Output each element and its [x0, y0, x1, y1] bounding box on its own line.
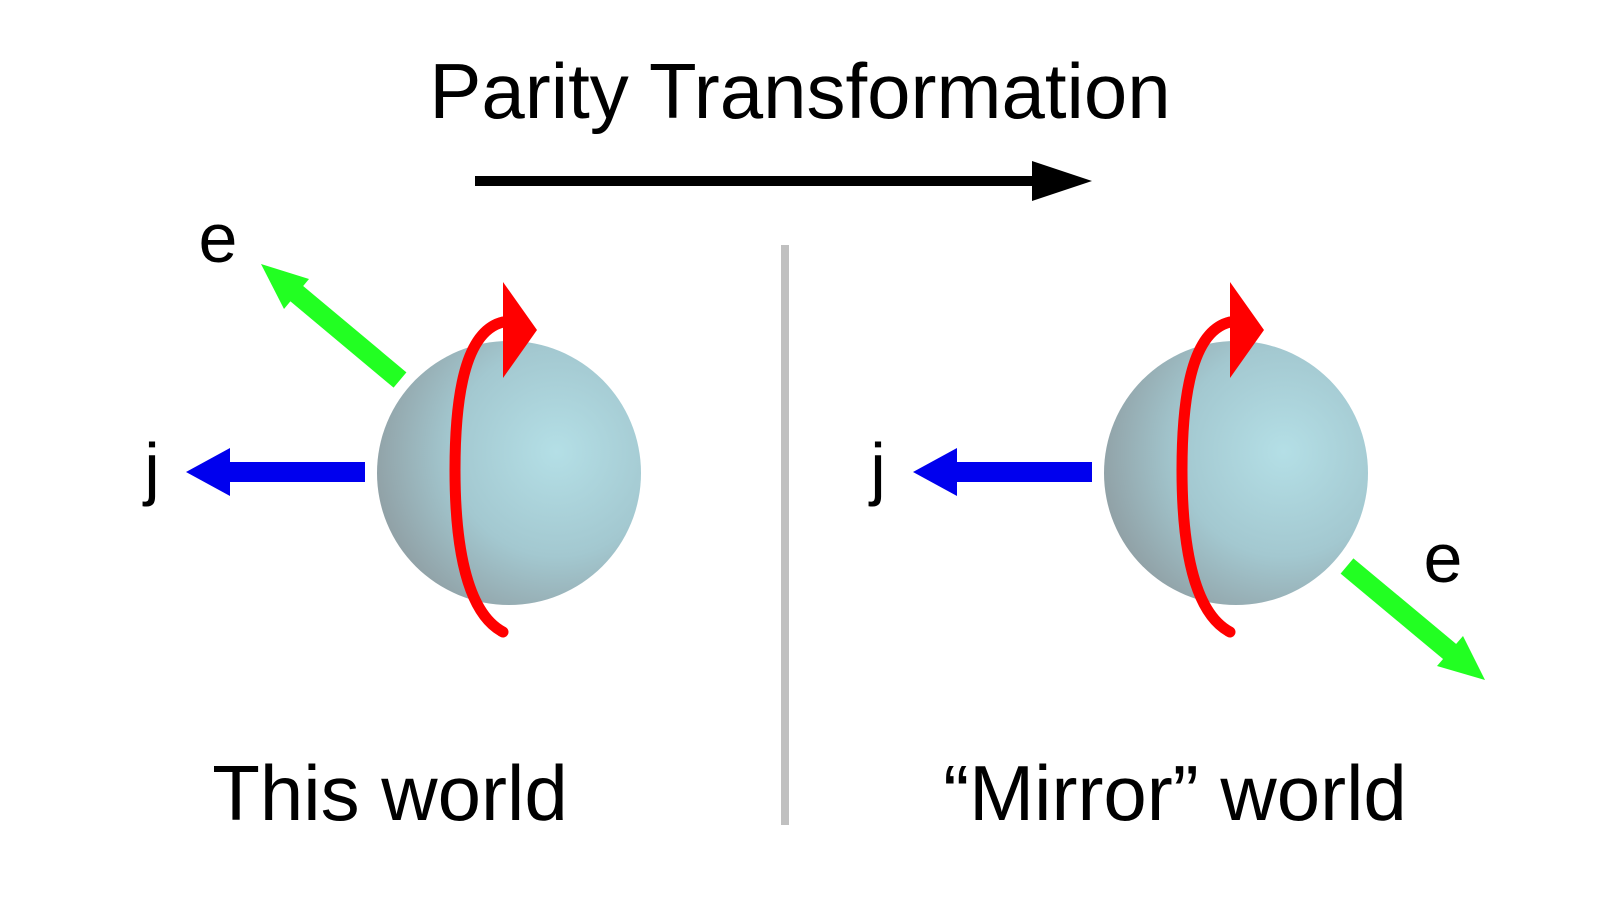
current-arrow-icon: [186, 448, 365, 496]
right-panel: j e “Mirror” world: [868, 282, 1485, 837]
page-title: Parity Transformation: [429, 47, 1170, 135]
electron-arrow-icon: [1340, 558, 1485, 680]
current-arrow-icon: [913, 448, 1092, 496]
electron-label: e: [199, 199, 238, 277]
current-label: j: [142, 429, 160, 507]
spin-arrow-icon: [449, 282, 537, 638]
panel-caption: This world: [212, 749, 567, 837]
electron-arrow-icon: [261, 264, 407, 388]
transformation-arrow-icon: [475, 161, 1092, 201]
nucleus-sphere-icon: [1104, 341, 1368, 605]
current-label: j: [868, 429, 886, 507]
nucleus-sphere-icon: [377, 341, 641, 605]
spin-arrow-icon: [1176, 282, 1264, 638]
electron-label: e: [1424, 519, 1463, 597]
panel-caption: “Mirror” world: [943, 749, 1407, 837]
left-panel: e j This world: [142, 199, 641, 837]
